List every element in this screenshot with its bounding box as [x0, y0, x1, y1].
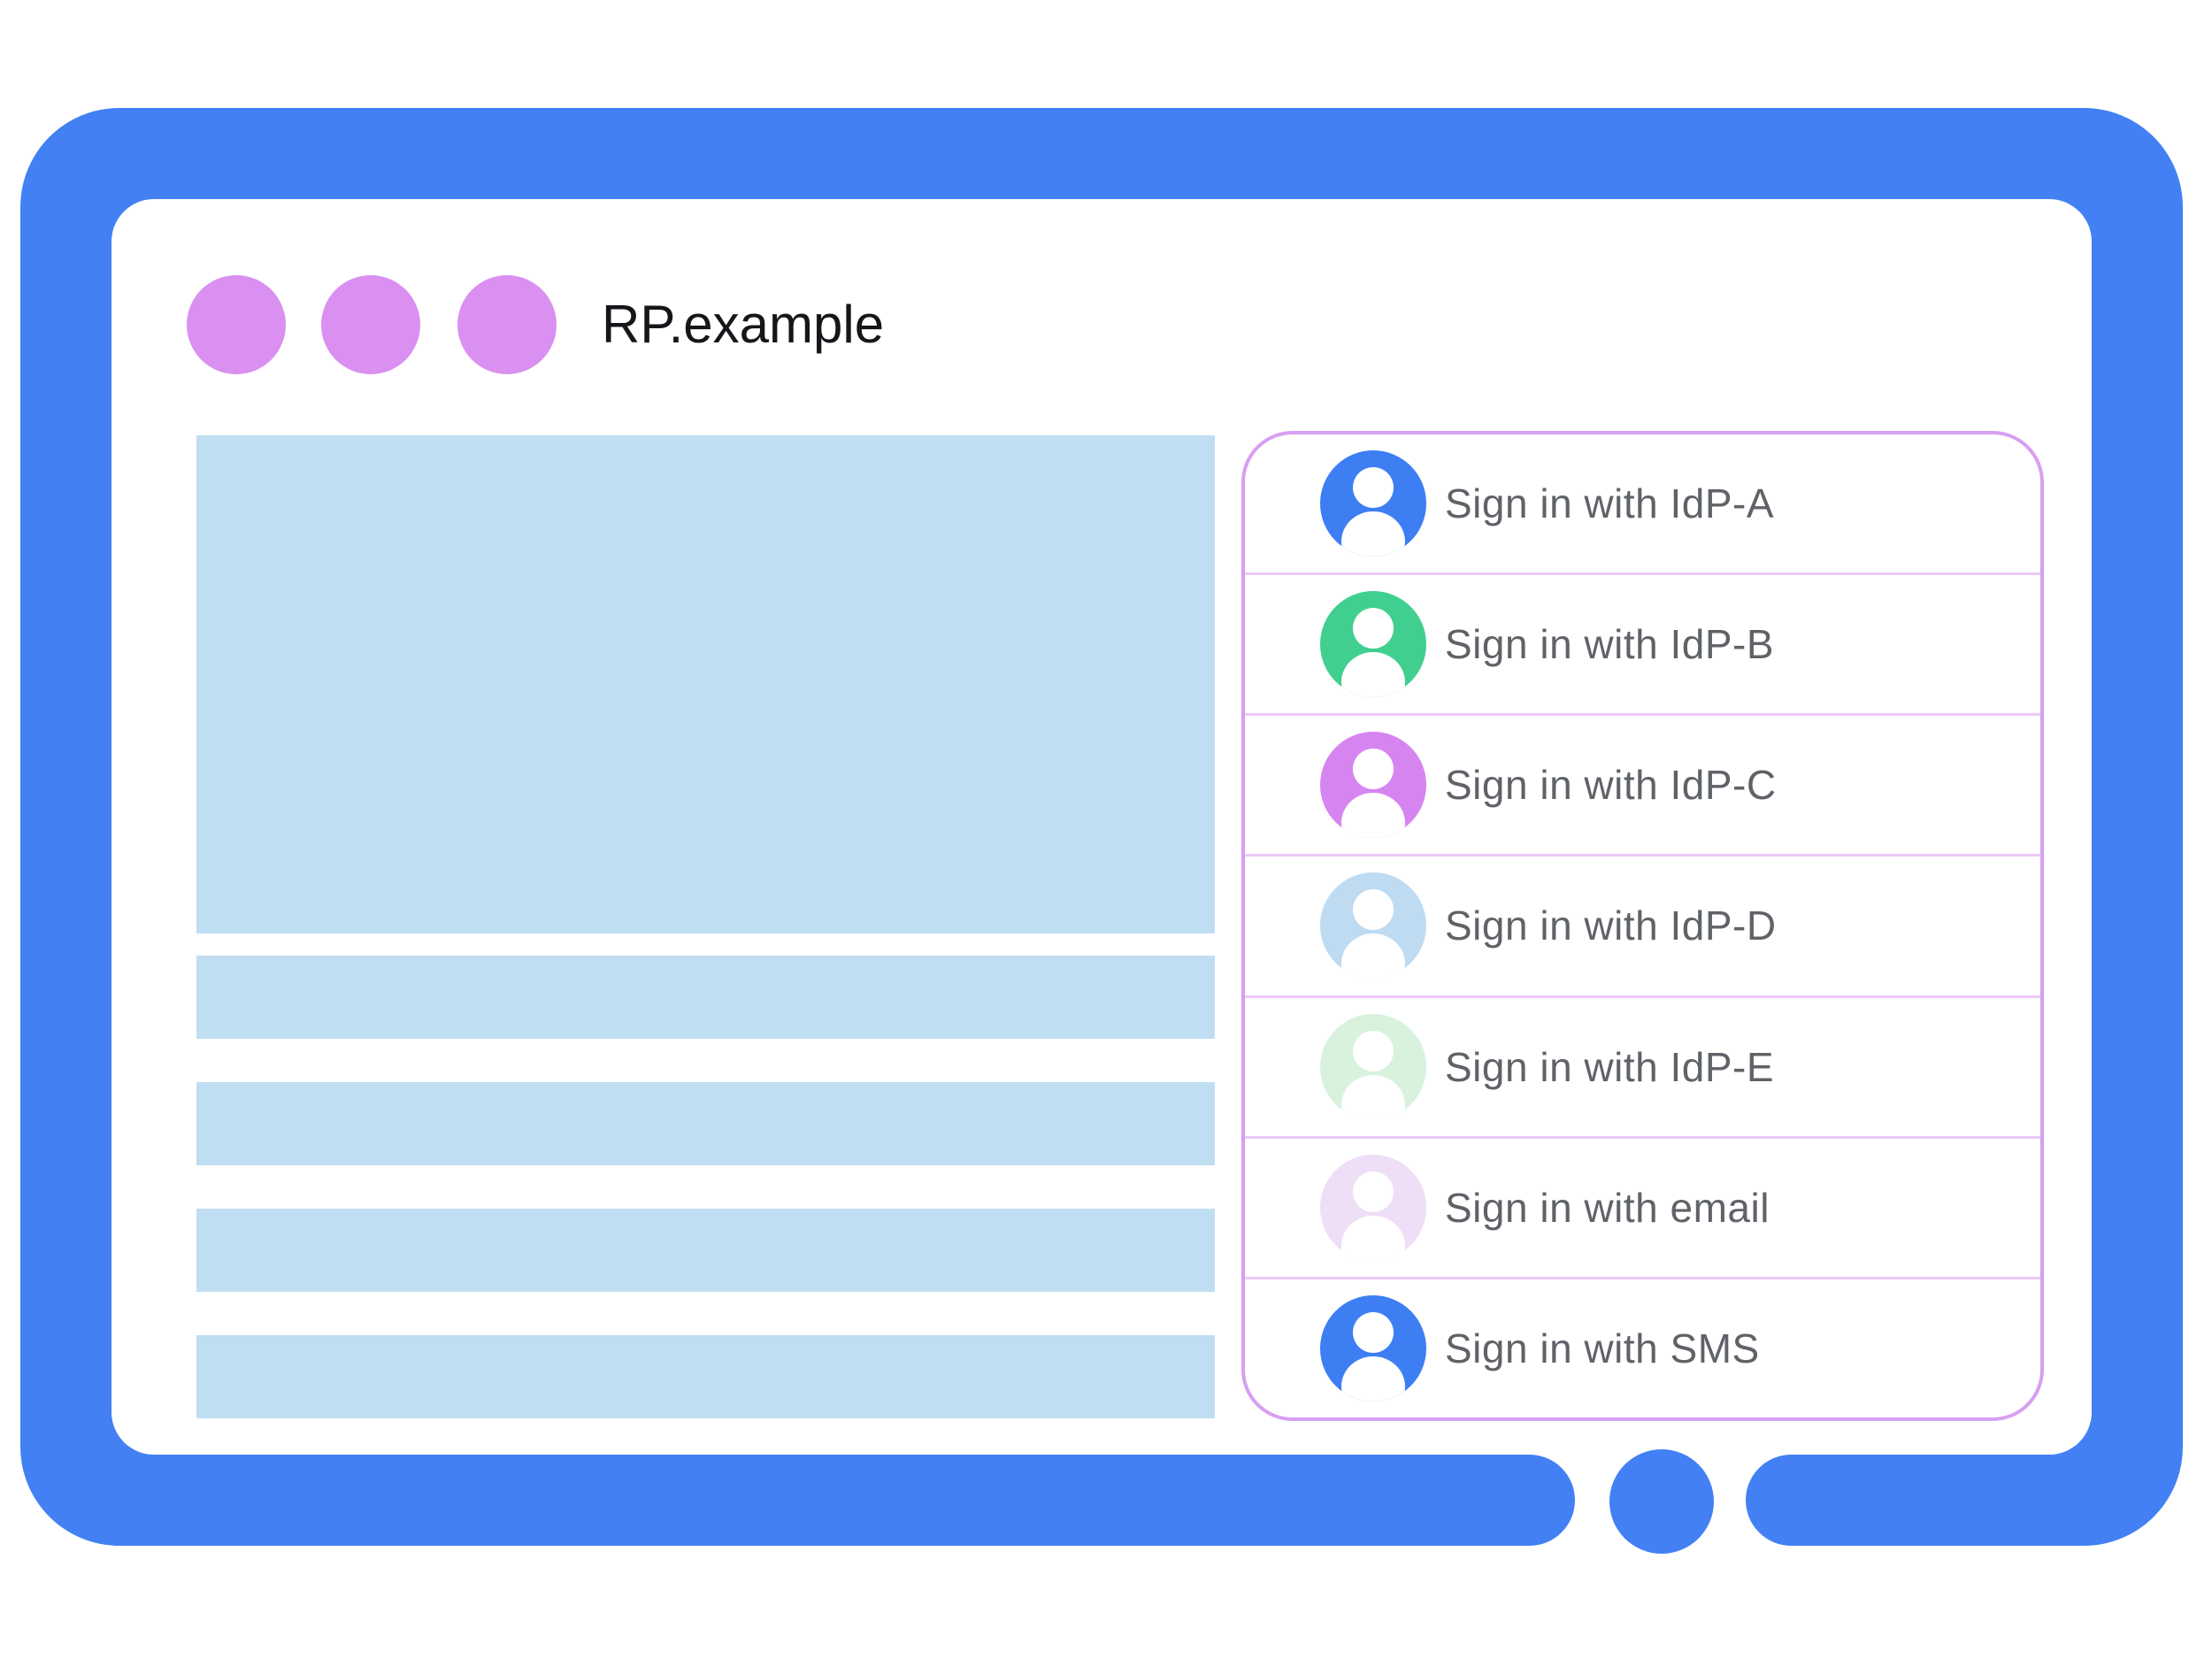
user-avatar-icon — [1320, 591, 1426, 698]
user-avatar-icon — [1320, 1294, 1426, 1402]
signin-option[interactable]: Sign in with email — [1245, 1135, 2040, 1277]
signin-option[interactable]: Sign in with IdP-B — [1245, 572, 2040, 713]
signin-option-label: Sign in with SMS — [1445, 1325, 1760, 1371]
signin-option-label: Sign in with IdP-B — [1445, 621, 1775, 668]
content-placeholder-line-3 — [196, 1209, 1215, 1292]
content-placeholder-line-4 — [196, 1335, 1215, 1418]
signin-option[interactable]: Sign in with IdP-D — [1245, 854, 2040, 995]
user-avatar-icon — [1320, 1154, 1426, 1261]
bezel-bar-left-end — [1483, 1455, 1575, 1546]
signin-option-label: Sign in with email — [1445, 1184, 1770, 1231]
signin-option[interactable]: Sign in with SMS — [1245, 1276, 2040, 1417]
user-avatar-icon — [1320, 450, 1426, 557]
signin-option[interactable]: Sign in with IdP-C — [1245, 713, 2040, 854]
window-control-dot-1 — [187, 275, 286, 374]
signin-option[interactable]: Sign in with IdP-A — [1245, 434, 2040, 572]
user-avatar-icon — [1320, 872, 1426, 979]
bezel-bar-right-end — [1746, 1455, 1838, 1546]
content-placeholder-line-1 — [196, 956, 1215, 1039]
account-chooser-panel: Sign in with IdP-A Sign in with IdP-B Si… — [1241, 431, 2044, 1421]
signin-option-label: Sign in with IdP-A — [1445, 480, 1775, 527]
site-title: RP.example — [602, 295, 885, 354]
signin-option-label: Sign in with IdP-C — [1445, 762, 1777, 809]
window-control-dot-2 — [321, 275, 420, 374]
user-avatar-icon — [1320, 732, 1426, 839]
signin-option[interactable]: Sign in with IdP-E — [1245, 995, 2040, 1136]
signin-option-label: Sign in with IdP-D — [1445, 902, 1777, 949]
window-control-dot-3 — [457, 275, 557, 374]
home-button[interactable] — [1609, 1449, 1714, 1554]
content-placeholder-hero — [196, 435, 1215, 933]
content-placeholder-line-2 — [196, 1082, 1215, 1165]
signin-option-label: Sign in with IdP-E — [1445, 1043, 1775, 1090]
user-avatar-icon — [1320, 1013, 1426, 1120]
